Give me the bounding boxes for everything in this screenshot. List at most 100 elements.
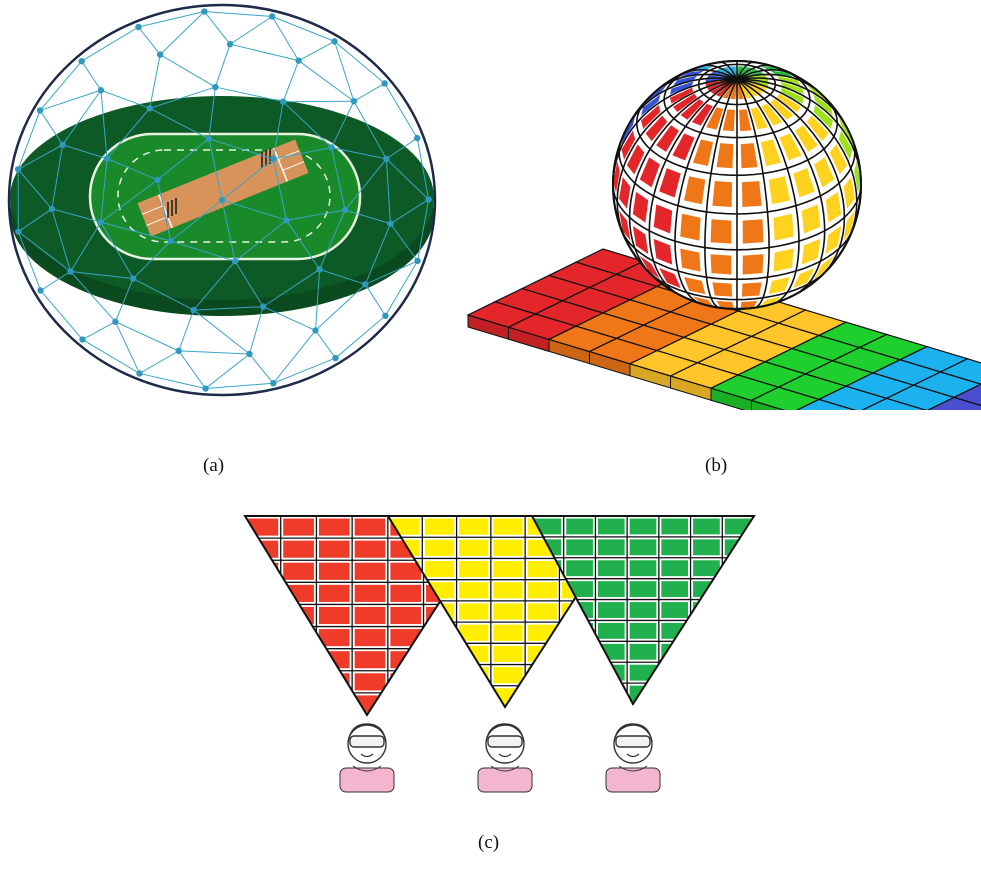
sphere-tile (722, 67, 735, 77)
sphere-tile (801, 204, 821, 234)
mesh-node (312, 327, 319, 334)
mesh-edge (82, 321, 116, 340)
sphere-tile (740, 82, 759, 97)
sphere-tile (692, 139, 714, 166)
sphere-longitude (736, 64, 770, 80)
sphere-tile (619, 210, 631, 241)
frustum-cell (566, 560, 593, 577)
mesh-node (190, 306, 197, 314)
mesh-edge (39, 89, 102, 111)
sphere-tile (632, 191, 649, 223)
sphere-tile (795, 125, 818, 152)
mesh-edge (170, 199, 223, 242)
sphere-longitude (736, 77, 845, 123)
frustum-cell (629, 643, 657, 660)
sphere-tile (716, 143, 734, 169)
frustum-cell (566, 685, 593, 702)
frustum-cell (661, 643, 689, 660)
frustum-cell (693, 539, 720, 556)
frustum-cell (390, 606, 422, 625)
sphere-tile (639, 157, 660, 188)
mesh-edge (344, 158, 387, 211)
sphere-tile (722, 82, 735, 99)
frustum-cell (424, 539, 455, 556)
floor-tile (952, 383, 981, 407)
mesh-node (341, 206, 349, 214)
frustum-cell (247, 540, 279, 558)
panel-c-viewer-frustums (240, 510, 760, 800)
frustum-cell (493, 624, 523, 641)
mesh-node (316, 266, 323, 273)
mesh-edge (330, 101, 355, 148)
mesh-node (78, 57, 85, 65)
mesh-node (201, 8, 208, 15)
mesh-edge (205, 353, 250, 389)
frustum-cell (354, 651, 386, 669)
sphere-tile (776, 75, 801, 86)
geodesic-mesh (17, 11, 430, 390)
frustum-cell (693, 560, 720, 577)
mesh-edge (330, 147, 346, 211)
sphere-longitude (736, 78, 800, 305)
mesh-node (331, 38, 338, 45)
frustum-cell (354, 562, 386, 580)
mesh-node (231, 258, 239, 265)
sphere-tile (692, 296, 714, 306)
frustum-cell (493, 645, 523, 663)
tiled-sphere (612, 60, 862, 310)
mesh-node (156, 51, 164, 58)
mesh-edge (81, 60, 102, 91)
frustum-cell (318, 584, 350, 602)
frustum-cell (283, 651, 314, 669)
mesh-edge (132, 240, 171, 279)
sphere-tile (741, 181, 762, 208)
inner-circle (117, 149, 331, 243)
mesh-node (270, 155, 277, 163)
mesh-edge (364, 284, 386, 317)
frustum-cell (724, 622, 752, 639)
frustum-cell (390, 695, 422, 713)
frustum-cell (596, 688, 626, 705)
frustum-cell (629, 560, 657, 577)
sphere-tile (645, 84, 668, 103)
view-frustums (243, 515, 756, 717)
frustum-cell (459, 667, 489, 684)
mesh-edge (115, 321, 179, 352)
sphere-outline (612, 60, 862, 310)
frustum-cell (693, 518, 720, 535)
sphere-tile (680, 70, 704, 78)
viewer-3 (605, 723, 661, 793)
frustum-outline (530, 515, 756, 706)
sphere-tile (672, 133, 695, 161)
frustum-cell (426, 673, 457, 691)
mesh-edge (159, 54, 216, 88)
sphere-longitude (736, 78, 862, 186)
sphere-tile (770, 70, 794, 78)
mesh-edge (390, 223, 419, 262)
mesh-edge (51, 144, 64, 210)
frustum-cell (318, 673, 350, 691)
frustum-cell (283, 695, 314, 713)
mesh-node (382, 312, 389, 319)
mesh-edge (271, 16, 335, 42)
frustum-cell (283, 540, 314, 558)
frustum-cell (318, 651, 350, 669)
frustum-cell (424, 560, 455, 578)
frustum-cell (527, 688, 557, 705)
mesh-edge (178, 309, 195, 352)
sphere-tile (773, 213, 794, 241)
frustum-cell (424, 624, 455, 641)
sphere-tile (768, 276, 791, 295)
mesh-edge (51, 208, 101, 223)
sphere-tile (813, 105, 833, 129)
sphere-tile (641, 105, 661, 129)
mesh-edge (272, 330, 316, 384)
frustum-outline (386, 515, 630, 709)
sphere-tile (806, 115, 829, 142)
mesh-node (270, 380, 277, 387)
mesh-node (97, 218, 105, 226)
mesh-node (387, 220, 394, 227)
frustum-cell (459, 688, 489, 705)
frustum-cell (561, 688, 592, 705)
mesh-edge (273, 147, 332, 160)
